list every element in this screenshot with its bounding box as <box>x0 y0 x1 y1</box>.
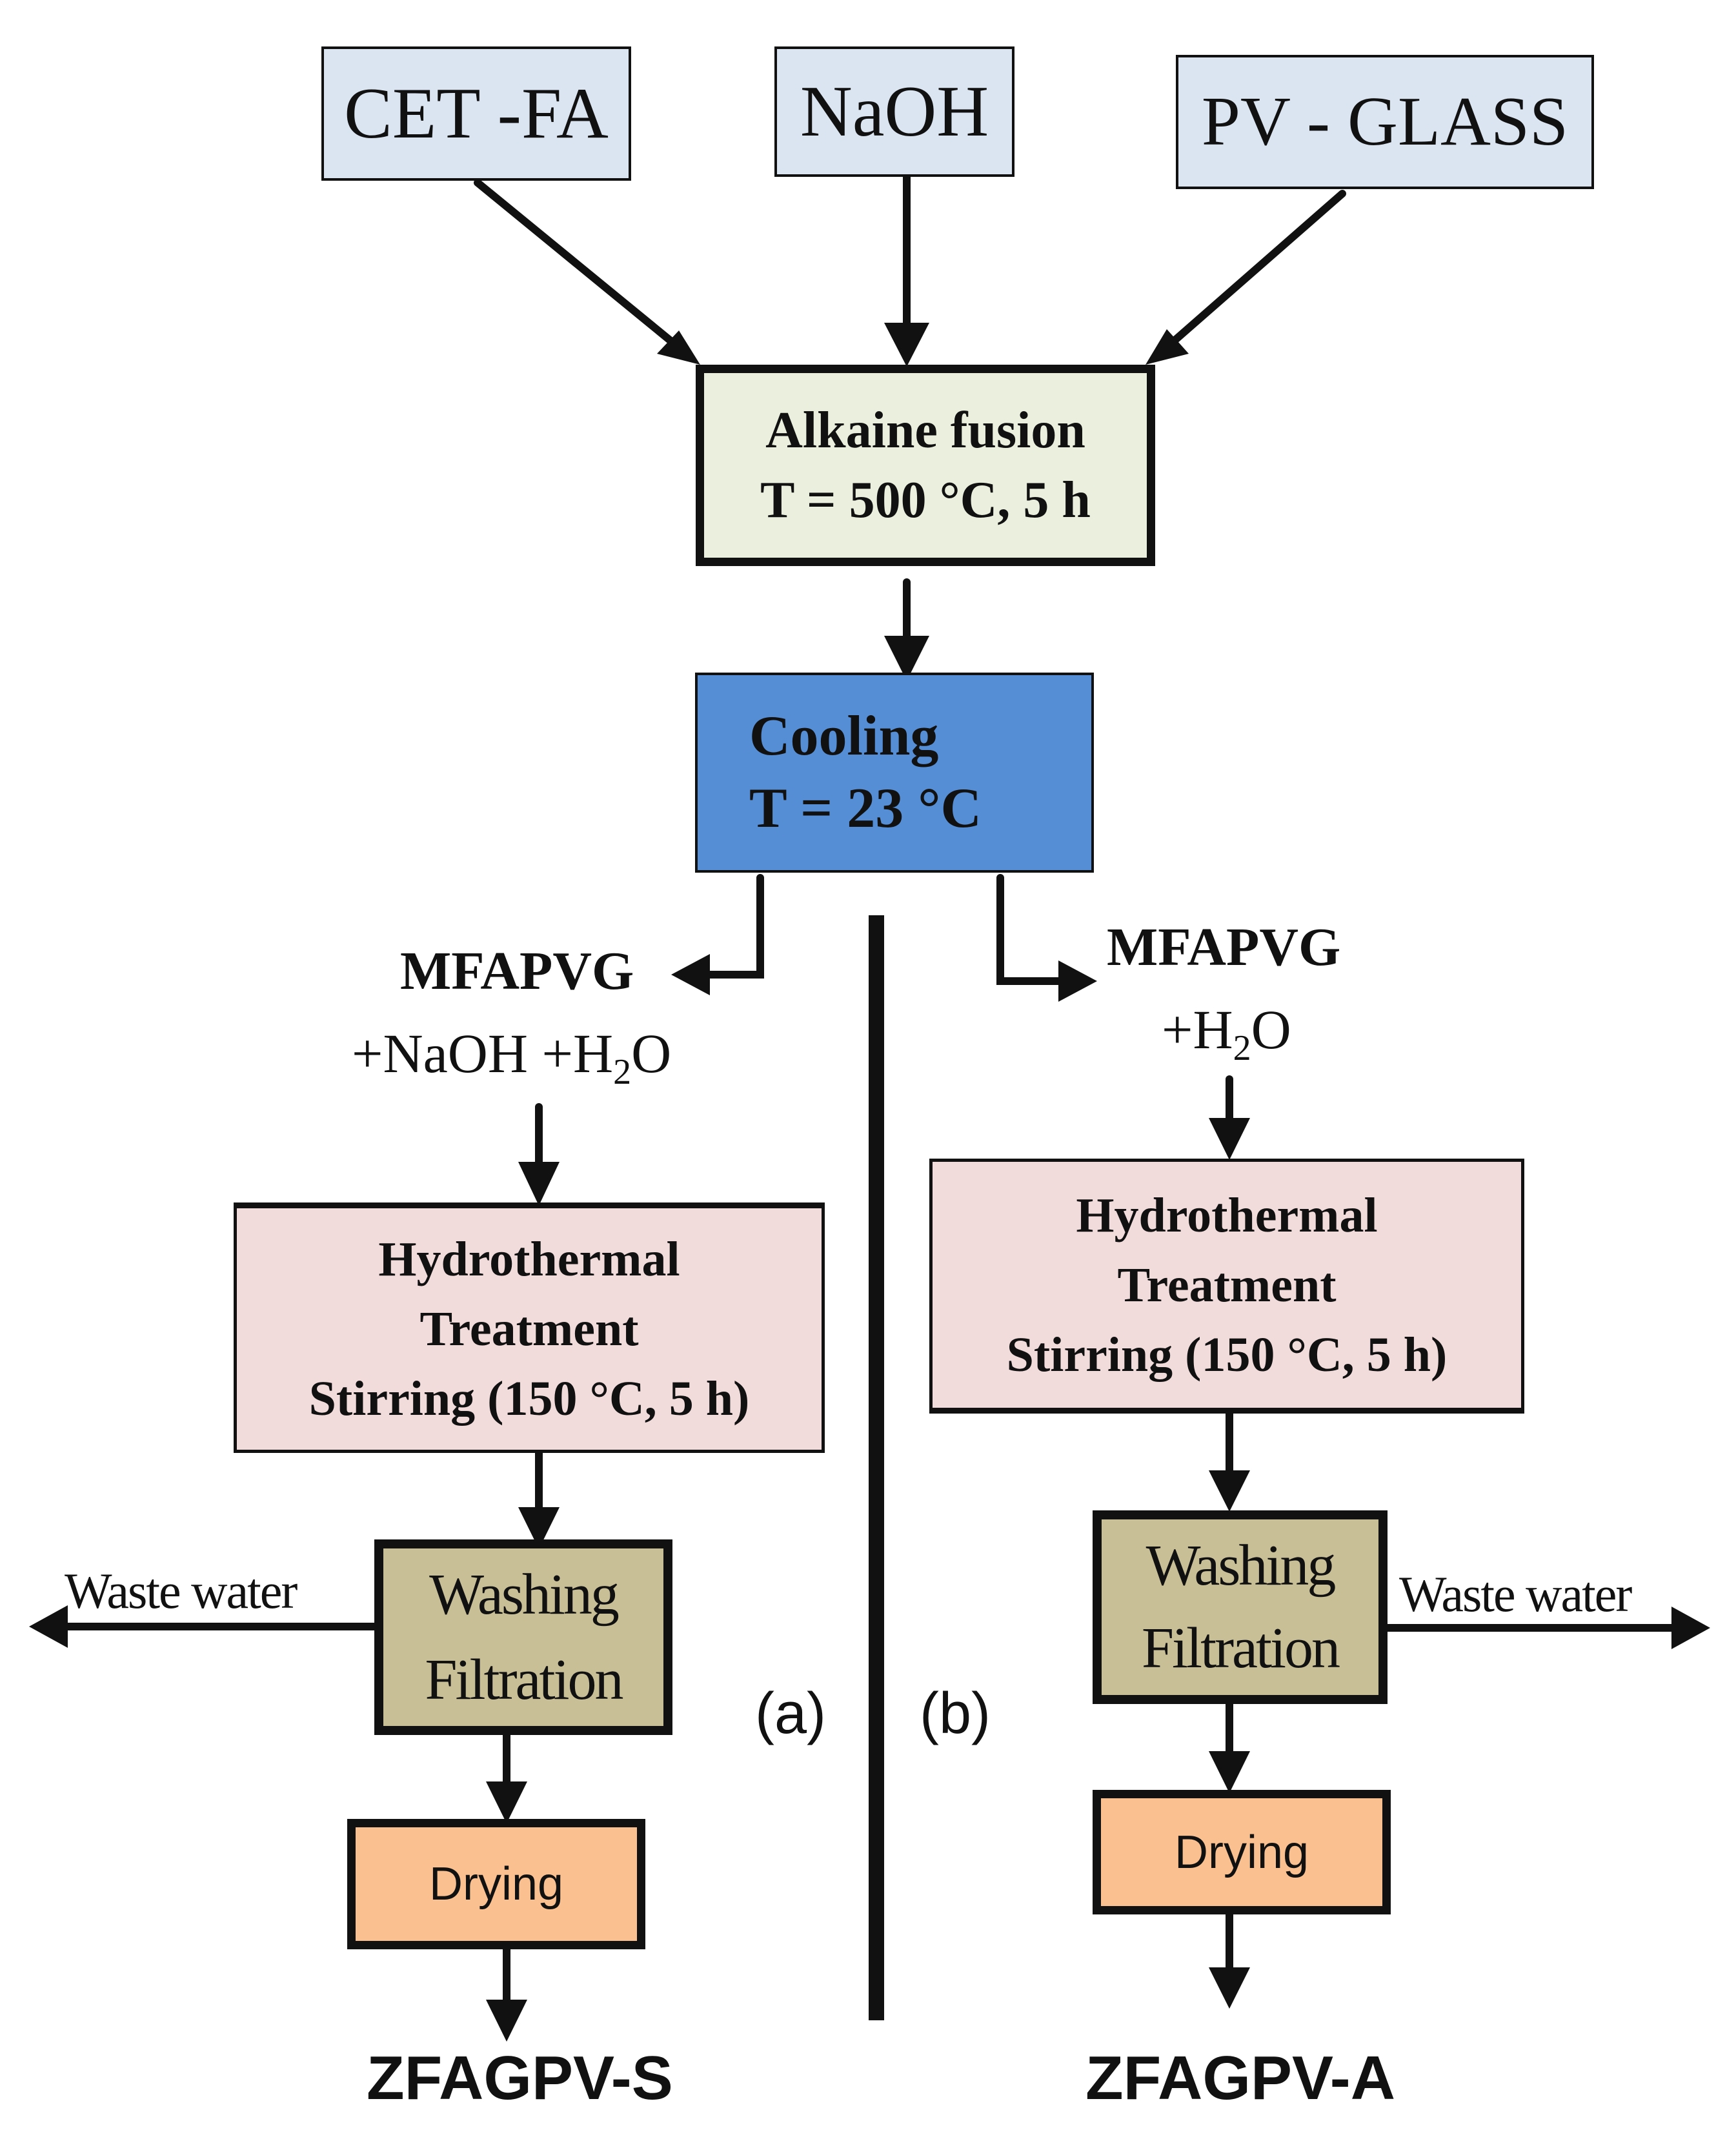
arrowhead-wash-b <box>1209 1470 1250 1512</box>
arrowhead-drying-a <box>486 1781 527 1823</box>
arrowhead-hydro-a <box>518 1162 560 1206</box>
arrowhead-drying-b <box>1209 1751 1250 1793</box>
drying-a-box: Drying <box>347 1819 645 1949</box>
hydro-a-box: Hydrothermal Treatment Stirring (150 °C,… <box>234 1202 825 1453</box>
route-b-label: (b) <box>920 1681 991 1746</box>
arrow-cetfa-to-fusion <box>474 179 688 356</box>
mix-b-additives-suffix: O <box>1251 999 1291 1060</box>
route-a-label: (a) <box>755 1681 826 1746</box>
mix-a-additives-subscript: 2 <box>613 1052 632 1093</box>
mix-a-additives: +NaOH +H2O <box>352 1021 671 1104</box>
input-cetfa-label: CET -FA <box>344 73 609 154</box>
drying-b-label: Drying <box>1174 1826 1309 1878</box>
arrow-pvglass-to-fusion <box>1158 190 1346 356</box>
arrowhead-waste-a <box>29 1605 68 1648</box>
product-b-label: ZFAGPV-A <box>1085 2044 1396 2113</box>
mix-b-name: MFAPVG <box>1107 917 1341 977</box>
mix-a-additives-prefix: +NaOH +H <box>352 1022 614 1084</box>
arrowhead-waste-b <box>1671 1607 1710 1649</box>
input-pvglass-label: PV - GLASS <box>1201 83 1569 160</box>
arrow-cooling-to-mix-b <box>996 874 1085 985</box>
arrowhead-wash-a <box>518 1507 560 1549</box>
wash-a-line2: Filtration <box>425 1647 624 1712</box>
waste-water-a-label: Waste water <box>65 1563 298 1619</box>
hydro-a-line2: Treatment <box>419 1302 639 1356</box>
wash-b-line2: Filtration <box>1142 1616 1340 1680</box>
input-naoh-box: NaOH <box>774 46 1014 177</box>
arrowhead-cetfa <box>657 330 700 365</box>
cooling-condition: T = 23 °C <box>749 777 982 840</box>
hydro-b-line2: Treatment <box>1117 1257 1337 1312</box>
mix-b-additives-subscript: 2 <box>1233 1028 1251 1069</box>
waste-water-b-label: Waste water <box>1399 1566 1632 1622</box>
arrowhead-mix-a <box>671 954 710 995</box>
drying-a-label: Drying <box>429 1858 564 1910</box>
cooling-title: Cooling <box>749 705 939 767</box>
wash-b-line1: Washing <box>1146 1534 1337 1598</box>
input-cetfa-box: CET -FA <box>321 46 631 181</box>
wash-b-box: Washing Filtration <box>1093 1510 1388 1704</box>
arrowhead-pvglass <box>1146 329 1189 365</box>
arrowhead-naoh <box>884 323 929 367</box>
hydro-a-line3: Stirring (150 °C, 5 h) <box>308 1372 750 1426</box>
mix-b-additives: +H2O <box>1162 997 1291 1081</box>
product-a-label: ZFAGPV-S <box>367 2044 673 2113</box>
fusion-box: Alkaine fusion T = 500 °C, 5 h <box>696 365 1155 566</box>
hydro-a-line1: Hydrothermal <box>378 1232 680 1286</box>
arrowhead-mix-b <box>1058 960 1097 1002</box>
fusion-title: Alkaine fusion <box>765 402 1085 459</box>
arrowhead-product-a <box>486 2000 527 2042</box>
mix-b-additives-prefix: +H <box>1162 999 1233 1060</box>
arrow-cooling-to-mix-a <box>683 874 764 979</box>
hydro-b-line3: Stirring (150 °C, 5 h) <box>1006 1327 1448 1382</box>
input-naoh-label: NaOH <box>800 71 989 152</box>
fusion-condition: T = 500 °C, 5 h <box>760 472 1091 529</box>
hydro-b-box: Hydrothermal Treatment Stirring (150 °C,… <box>929 1159 1524 1414</box>
wash-a-line1: Washing <box>429 1562 620 1627</box>
mix-a-name: MFAPVG <box>400 941 634 1001</box>
arrowhead-cooling <box>884 636 929 681</box>
hydro-b-line1: Hydrothermal <box>1076 1188 1378 1243</box>
input-pvglass-box: PV - GLASS <box>1176 55 1594 189</box>
wash-a-box: Washing Filtration <box>374 1539 672 1735</box>
drying-b-box: Drying <box>1093 1790 1391 1914</box>
route-divider <box>869 915 884 2020</box>
cooling-box: Cooling T = 23 °C <box>695 673 1094 873</box>
arrowhead-hydro-b <box>1209 1118 1250 1160</box>
arrowhead-product-b <box>1209 1967 1250 2009</box>
mix-a-additives-suffix: O <box>631 1022 672 1084</box>
